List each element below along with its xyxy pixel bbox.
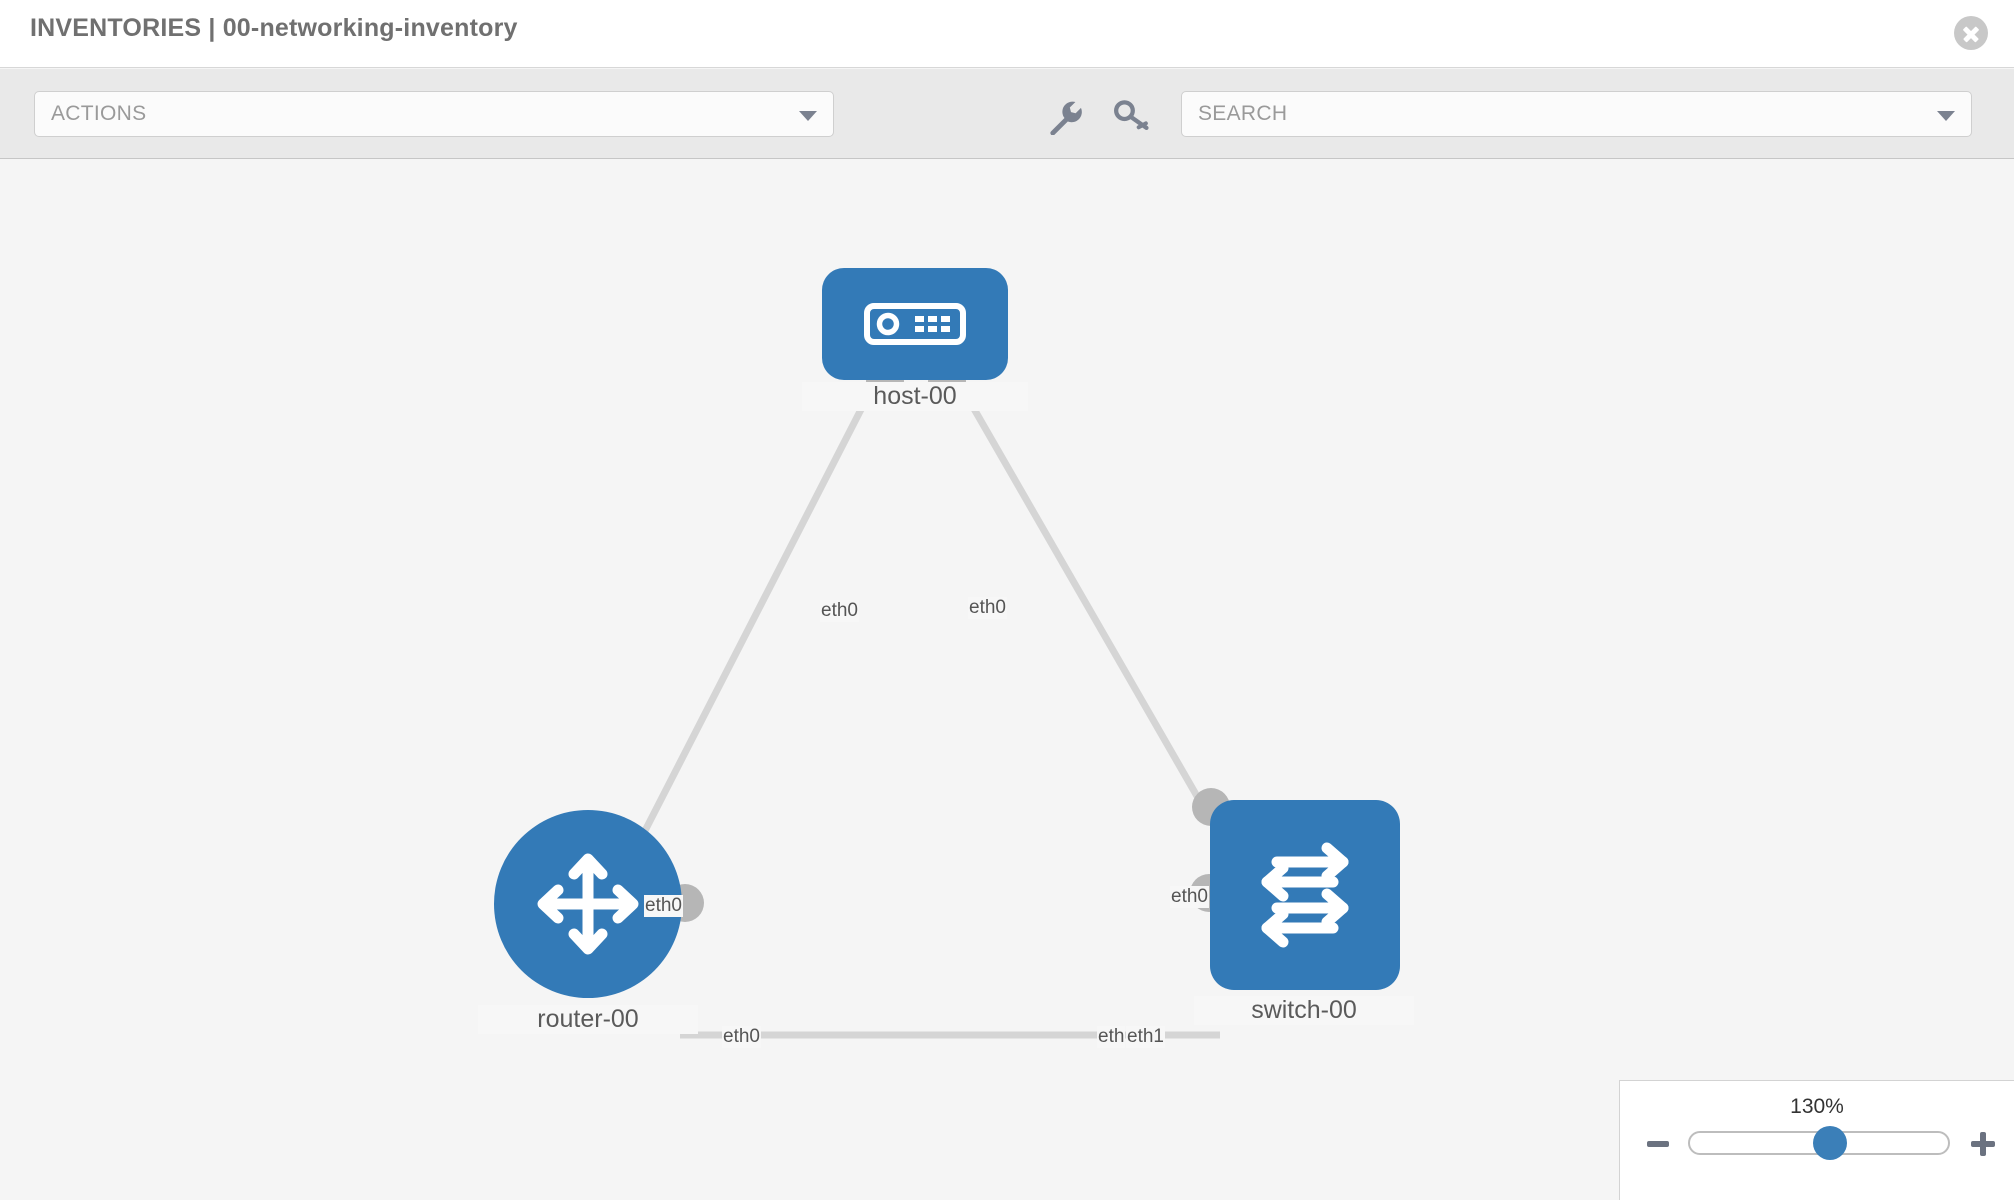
node-label-switch-00: switch-00 [1194,996,1414,1025]
actions-dropdown-label: ACTIONS [51,102,147,125]
chevron-down-icon [1937,111,1955,121]
zoom-slider[interactable] [1688,1126,1950,1160]
chevron-down-icon [799,111,817,121]
page-header: INVENTORIES | 00-networking-inventory [0,0,2014,68]
search-input[interactable]: SEARCH [1198,102,1288,125]
zoom-out-button[interactable] [1644,1129,1674,1159]
wrench-icon[interactable] [1043,97,1085,135]
edge-label-host-left: eth0 [820,600,859,622]
edge-label-switch-left-b: eth1 [1126,1026,1165,1048]
edge-label-router-right: eth0 [722,1026,761,1048]
zoom-slider-thumb[interactable] [1813,1126,1847,1160]
search-dropdown[interactable]: SEARCH [1181,91,1972,137]
actions-dropdown[interactable]: ACTIONS [34,91,834,137]
edge-label-router-up: eth0 [644,895,683,917]
host-icon[interactable] [822,268,1008,380]
link-host00-switch00 [958,386,1232,852]
edge-label-host-right: eth0 [968,597,1007,619]
edge-label-switch-left-a: eth [1097,1026,1126,1048]
switch-icon[interactable] [1210,800,1400,990]
page-title: INVENTORIES | 00-networking-inventory [30,14,518,42]
toolbar: ACTIONS SEARCH [0,69,2014,159]
topology-canvas[interactable]: host-00 router-00 [0,160,2014,1200]
router-icon[interactable] [494,810,682,998]
node-router-00[interactable]: router-00 [478,810,724,1080]
link-host00-router00 [626,386,876,862]
node-host-00[interactable]: host-00 [802,268,1028,493]
node-label-router-00: router-00 [478,1005,698,1034]
zoom-in-button[interactable] [1968,1129,1998,1159]
key-icon[interactable] [1110,97,1152,135]
zoom-percent-label: 130% [1790,1095,1844,1118]
close-icon[interactable] [1954,16,1988,50]
zoom-control-panel: 130% [1619,1080,2014,1200]
node-switch-00[interactable]: switch-00 [1190,788,1440,1070]
edge-label-switch-up: eth0 [1170,886,1209,908]
node-label-host-00: host-00 [802,382,1028,411]
